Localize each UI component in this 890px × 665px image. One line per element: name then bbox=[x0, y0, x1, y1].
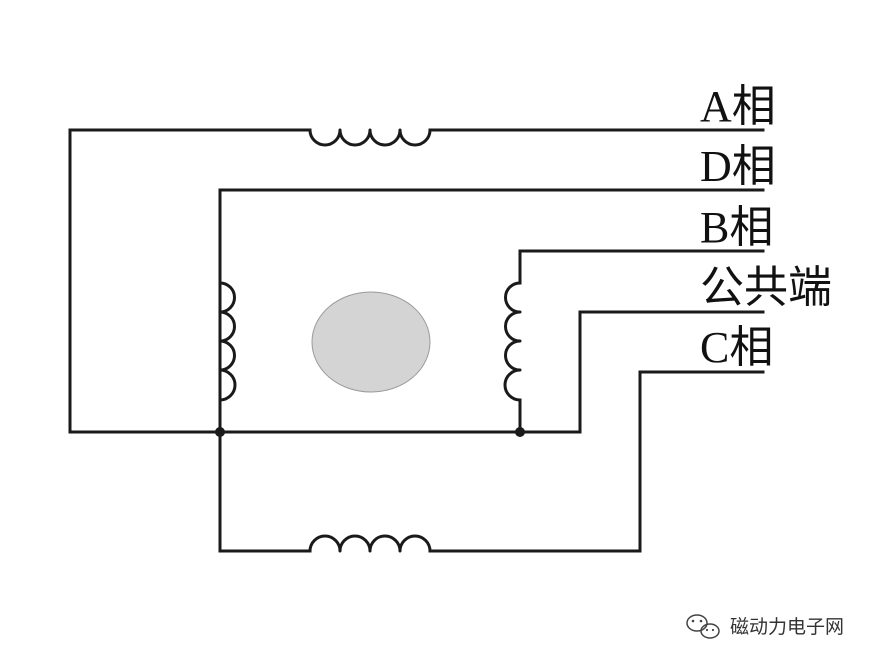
label-common: 公共端 bbox=[700, 263, 832, 312]
label-phase-d: D相 bbox=[700, 142, 776, 191]
label-phase-b: B相 bbox=[700, 203, 773, 252]
wechat-bubble-icon bbox=[686, 614, 720, 639]
wire-common-bus bbox=[68, 128, 522, 434]
coil-right bbox=[503, 281, 522, 402]
wire-phase-c-terminal bbox=[428, 370, 765, 553]
junction-right bbox=[515, 427, 525, 437]
label-phase-c: C相 bbox=[700, 323, 773, 372]
wire-phase-b-terminal bbox=[518, 249, 765, 285]
watermark-text: 磁动力电子网 bbox=[730, 616, 844, 638]
wire-phase-d-terminal bbox=[218, 188, 765, 402]
label-phase-a: A相 bbox=[700, 82, 776, 131]
rotor bbox=[311, 291, 431, 393]
wire-common-terminal bbox=[518, 310, 765, 434]
coil-left bbox=[218, 281, 237, 402]
junction-left bbox=[215, 427, 225, 437]
wire-phase-c-return bbox=[218, 430, 312, 553]
coil-bottom bbox=[308, 534, 432, 553]
coil-top bbox=[308, 128, 432, 147]
watermark: 磁动力电子网 bbox=[686, 614, 844, 639]
